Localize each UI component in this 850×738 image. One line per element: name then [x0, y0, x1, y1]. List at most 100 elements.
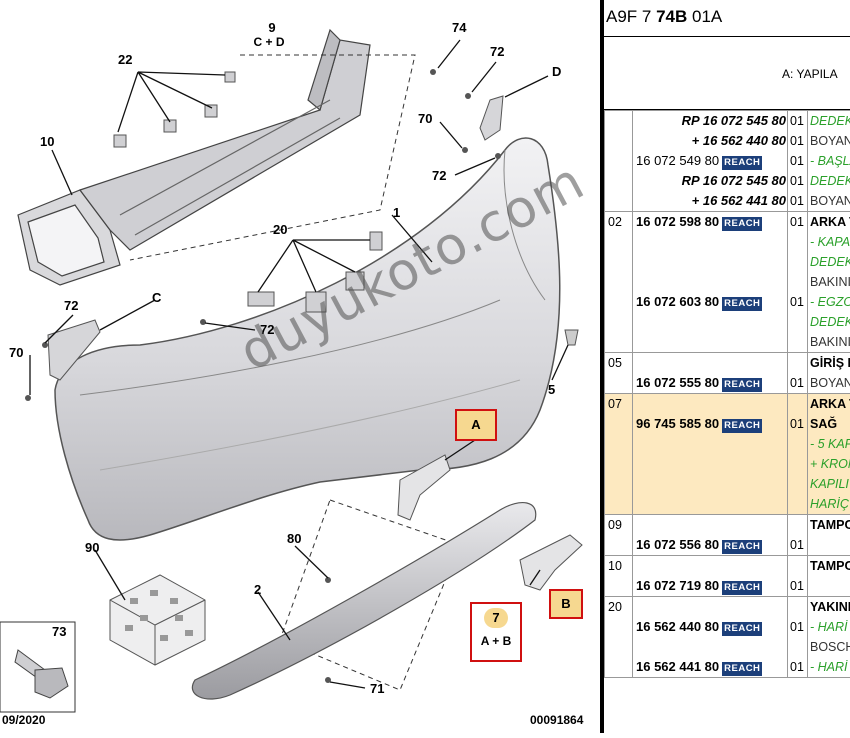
- clips-22[interactable]: [114, 72, 235, 147]
- drawing-number: 00091864: [530, 713, 583, 727]
- callout-c: C: [152, 290, 161, 305]
- description: DEDEK: [810, 312, 850, 332]
- part-number: [636, 515, 786, 535]
- callout-72-top: 72: [490, 44, 504, 59]
- row-number: 09: [605, 515, 633, 556]
- quantity: 01: [790, 657, 807, 677]
- panel-header: A9F 7 74B 01A: [604, 0, 850, 37]
- part-number: [636, 454, 786, 474]
- callout-7: 7 A + B: [470, 602, 522, 662]
- row-number: 07: [605, 394, 633, 515]
- quantity: 01: [790, 414, 807, 434]
- part-number: [636, 394, 786, 414]
- description: YAKINI: [810, 597, 850, 617]
- quantity: [790, 332, 807, 352]
- part-number: [636, 556, 786, 576]
- quantity: [790, 454, 807, 474]
- description: BOYAN: [810, 131, 850, 151]
- row-number: 20: [605, 597, 633, 678]
- quantity: 01: [790, 111, 807, 131]
- reach-badge: REACH: [722, 419, 762, 433]
- reach-badge: REACH: [722, 297, 762, 311]
- part-number: [636, 252, 786, 272]
- row-number: 10: [605, 556, 633, 597]
- callout-90: 90: [85, 540, 99, 555]
- description: DEDEK: [810, 111, 850, 131]
- lower-trim-strip[interactable]: [192, 503, 535, 699]
- description: ARKA T: [810, 394, 850, 414]
- quantity: [790, 394, 807, 414]
- subheader-text: A: YAPILA: [782, 67, 838, 81]
- callout-72-left: 72: [64, 298, 78, 313]
- callout-70-top: 70: [418, 111, 432, 126]
- description: - 5 KAP: [810, 434, 850, 454]
- description: DEDEK: [810, 171, 850, 191]
- screw-5[interactable]: [565, 330, 578, 345]
- part-number: [636, 312, 786, 332]
- description: - BAŞLA: [810, 151, 850, 171]
- description: ARKA T: [810, 212, 850, 232]
- quantity: [790, 494, 807, 514]
- row-number: [605, 111, 633, 212]
- quantity: [790, 597, 807, 617]
- description: + KROM: [810, 454, 850, 474]
- part-number: [636, 474, 786, 494]
- callout-22: 22: [118, 52, 132, 67]
- callout-73: 73: [52, 624, 66, 639]
- bracket-d[interactable]: [480, 96, 503, 140]
- description: BOYAN: [810, 191, 850, 211]
- descriptions: TAMPO: [808, 556, 850, 597]
- part-number[interactable]: + 16 562 440 80: [636, 131, 786, 151]
- quantity: 01: [790, 576, 807, 596]
- description: BAKINI: [810, 272, 850, 292]
- quantity: [790, 637, 807, 657]
- part-number: [636, 232, 786, 252]
- reach-badge: REACH: [722, 217, 762, 231]
- part-number[interactable]: RP 16 072 545 80: [636, 111, 786, 131]
- quantity: [790, 434, 807, 454]
- quantities: 01: [788, 556, 808, 597]
- reach-badge: REACH: [722, 662, 762, 676]
- callout-10: 10: [40, 134, 54, 149]
- bracket-b[interactable]: [520, 535, 582, 590]
- part-number: [636, 597, 786, 617]
- quantity: 01: [790, 292, 807, 312]
- row-number: 05: [605, 353, 633, 394]
- part-number[interactable]: RP 16 072 545 80: [636, 171, 786, 191]
- quantity: [790, 353, 807, 373]
- part-number: [636, 272, 786, 292]
- quantity: 01: [790, 191, 807, 211]
- reach-badge: REACH: [722, 156, 762, 170]
- callout-d: D: [552, 64, 561, 79]
- callout-b: B: [549, 589, 583, 619]
- description: - HARİ: [810, 657, 850, 677]
- description: HARİÇ: [810, 494, 850, 514]
- quantity: 01: [790, 373, 807, 393]
- description: TAMPO: [810, 515, 850, 535]
- clip-kit-90[interactable]: [110, 575, 205, 665]
- parts-diagram: 9 C + D 74 72 D 22 10 70 72 1 20 72 C 72…: [0, 0, 600, 733]
- part-number[interactable]: + 16 562 441 80: [636, 191, 786, 211]
